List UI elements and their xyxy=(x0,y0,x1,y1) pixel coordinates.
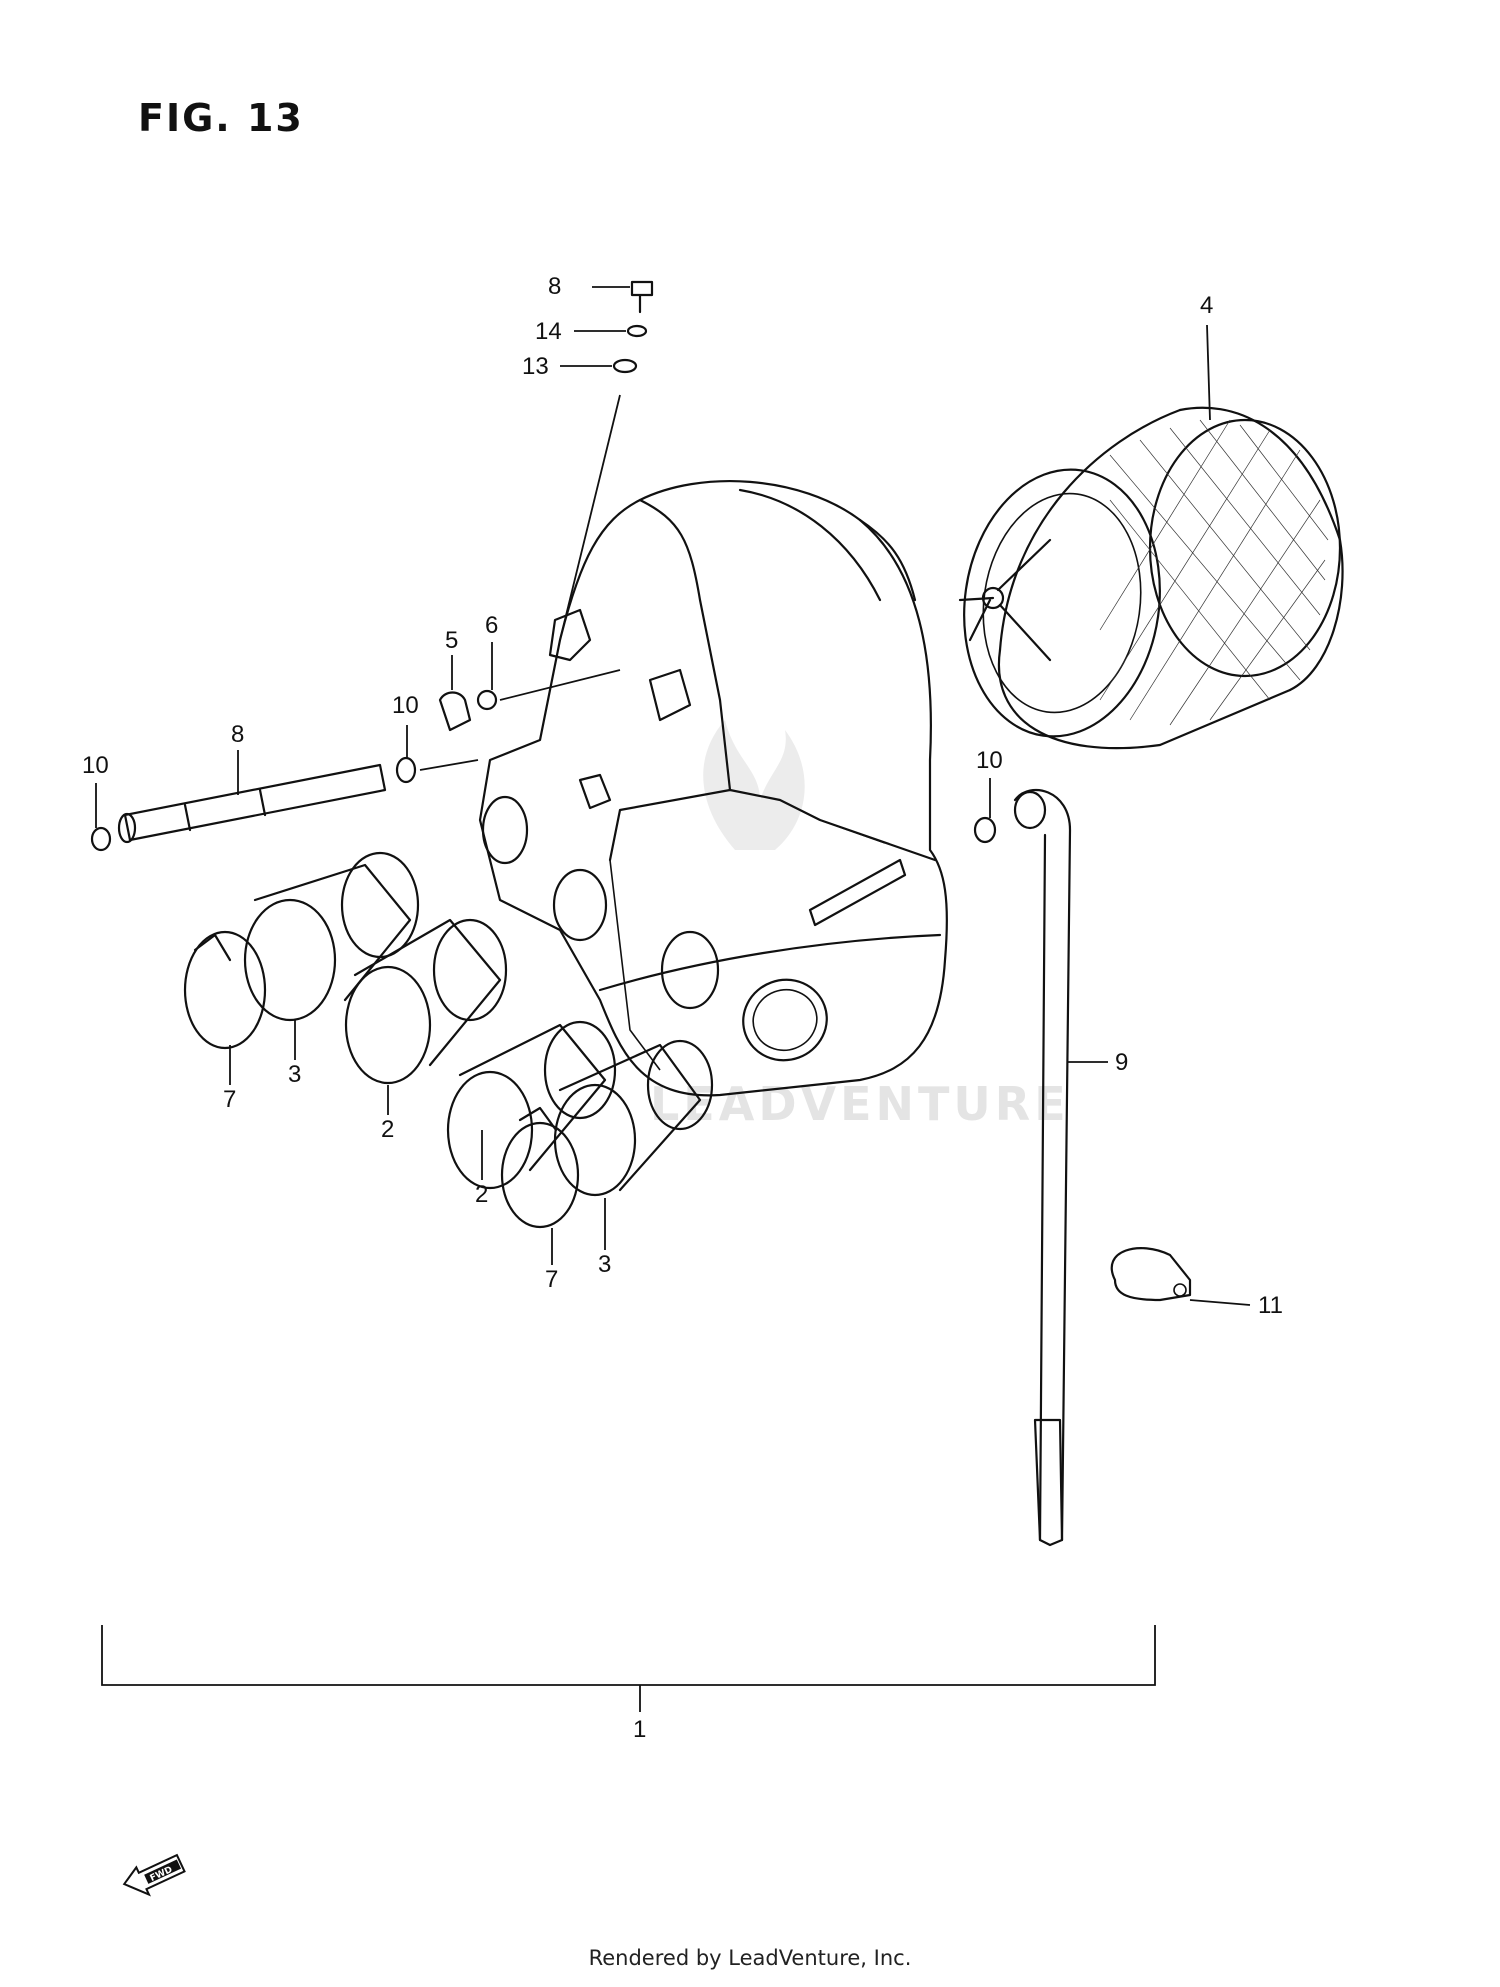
callout-9: 9 xyxy=(1115,1049,1128,1076)
callout-3a: 3 xyxy=(288,1061,301,1088)
callout-1: 1 xyxy=(633,1716,646,1743)
filter-mesh xyxy=(1099,419,1329,726)
breather-hose xyxy=(117,763,387,844)
callout-13: 13 xyxy=(522,353,549,380)
callout-8: 8 xyxy=(231,721,244,748)
callout-2b: 2 xyxy=(475,1181,488,1208)
watermark: LEADVENTURE xyxy=(650,720,1070,1131)
callout-10c: 10 xyxy=(976,747,1003,774)
air-filter-element xyxy=(958,406,1344,750)
leader-lines xyxy=(95,286,1251,1712)
callout-7a: 7 xyxy=(223,1086,236,1113)
air-cleaner-box xyxy=(478,480,948,1097)
forward-direction-arrow: FWD xyxy=(122,1853,186,1897)
callout-7b: 7 xyxy=(545,1266,558,1293)
drain-tube xyxy=(1013,788,1072,1547)
callout-11: 11 xyxy=(1258,1292,1283,1319)
callout-14: 14 xyxy=(535,318,562,345)
figure-title: FIG. 13 xyxy=(138,96,304,140)
callout-6: 6 xyxy=(485,612,498,639)
hardware xyxy=(90,280,997,852)
callout-3b: 3 xyxy=(598,1251,611,1278)
hose-clamp xyxy=(1110,1247,1192,1302)
intake-pipes xyxy=(183,851,714,1229)
callout-5: 5 xyxy=(445,627,458,654)
callout-labels: 8 14 13 4 5 6 10 8 10 10 9 11 7 3 2 2 7 … xyxy=(82,273,1283,1743)
callout-10b: 10 xyxy=(82,752,109,779)
callout-12: 8 xyxy=(548,273,561,300)
watermark-text: LEADVENTURE xyxy=(650,1077,1070,1131)
callout-2a: 2 xyxy=(381,1116,394,1143)
footer-credit: Rendered by LeadVenture, Inc. xyxy=(588,1946,912,1970)
callout-10a: 10 xyxy=(392,692,419,719)
callout-4: 4 xyxy=(1200,292,1213,319)
